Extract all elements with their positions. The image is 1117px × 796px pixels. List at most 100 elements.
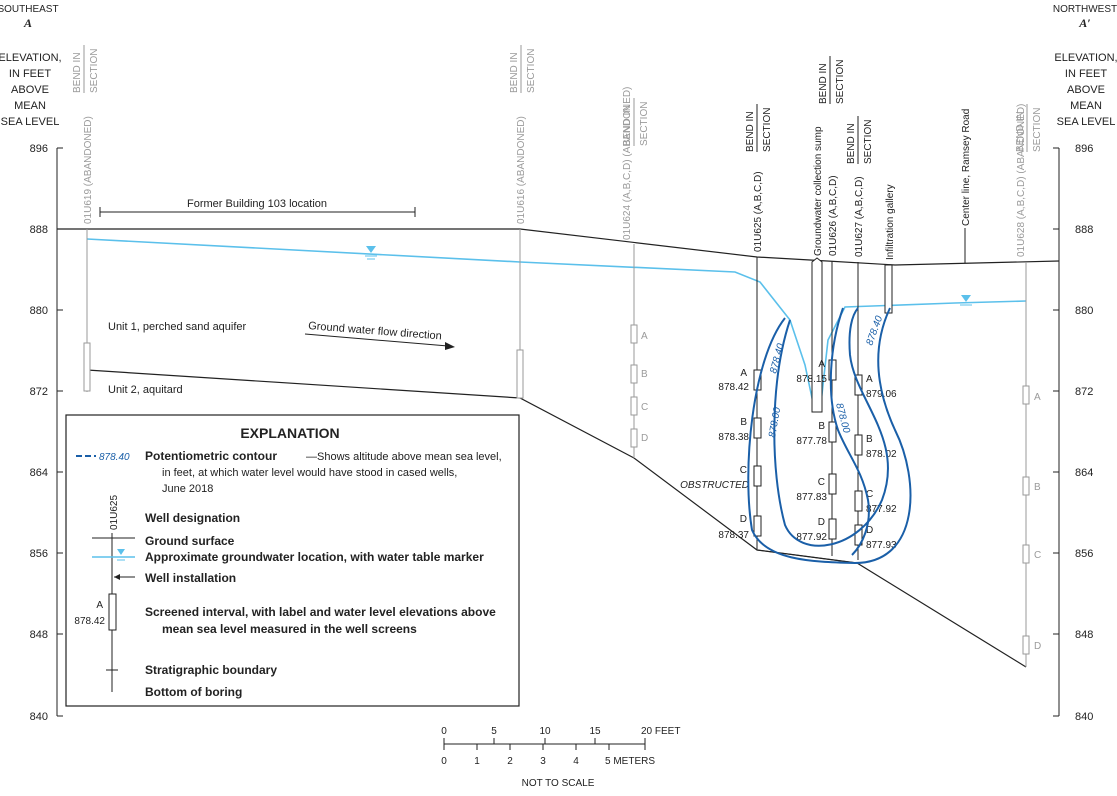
contour-label-1: 878.40 (768, 342, 787, 375)
svg-text:880: 880 (1075, 305, 1093, 317)
bend-marker-6: BEND IN SECTION (846, 116, 874, 164)
bend-marker-5: BEND IN SECTION (818, 56, 846, 104)
svg-text:ELEVATION,: ELEVATION, (1054, 52, 1117, 64)
svg-text:888: 888 (1075, 224, 1093, 236)
svg-text:MEAN: MEAN (14, 100, 46, 112)
svg-text:IN FEET: IN FEET (1065, 68, 1107, 80)
svg-text:D: D (1034, 641, 1041, 652)
bend-marker-7: BEND IN SECTION (1015, 104, 1043, 152)
svg-text:SEA LEVEL: SEA LEVEL (1057, 116, 1116, 128)
svg-text:Groundwater collection sump: Groundwater collection sump (813, 126, 824, 256)
svg-text:01U616 (ABANDONED): 01U616 (ABANDONED) (516, 116, 527, 224)
svg-text:848: 848 (1075, 629, 1093, 641)
potentiometric-contours (747, 307, 912, 565)
bend-marker-2: BEND IN SECTION (509, 45, 537, 93)
well-01U616: 01U616 (ABANDONED) (516, 116, 527, 399)
svg-text:872: 872 (30, 386, 48, 398)
left-elevation-label: ELEVATION, IN FEET ABOVE MEAN SEA LEVEL (0, 52, 62, 128)
svg-text:896: 896 (1075, 143, 1093, 155)
water-table-marker-right (960, 295, 972, 306)
svg-text:864: 864 (1075, 467, 1093, 479)
svg-text:896: 896 (30, 143, 48, 155)
svg-text:A: A (1034, 392, 1041, 403)
svg-text:A: A (740, 368, 747, 379)
svg-text:878.15: 878.15 (796, 374, 827, 385)
svg-text:D: D (866, 525, 873, 536)
svg-text:878.42: 878.42 (74, 616, 105, 627)
well-01U619: 01U619 (ABANDONED) (83, 116, 94, 392)
svg-text:848: 848 (30, 629, 48, 641)
svg-text:01U625: 01U625 (109, 495, 120, 530)
svg-text:MEAN: MEAN (1070, 100, 1102, 112)
svg-text:856: 856 (1075, 548, 1093, 560)
svg-text:878.02: 878.02 (866, 449, 897, 460)
well-01U624: A B C D 01U624 (A,B,C,D) (ABANDONED) (622, 87, 648, 458)
former-building-extent (99, 207, 416, 217)
well-01U626: 01U626 (A,B,C,D) A 878.15 B 877.78 C 877… (796, 175, 839, 556)
svg-text:0: 0 (441, 756, 447, 767)
svg-text:4: 4 (573, 756, 579, 767)
svg-text:878.38: 878.38 (718, 432, 749, 443)
svg-text:June 2018: June 2018 (162, 483, 213, 495)
svg-text:in feet, at which water level: in feet, at which water level would have… (162, 467, 457, 479)
bend-marker-1: BEND IN SECTION (72, 45, 100, 93)
svg-text:Ground surface: Ground surface (145, 534, 235, 548)
svg-text:877.93: 877.93 (866, 540, 897, 551)
svg-text:SECTION: SECTION (762, 108, 773, 152)
svg-text:Approximate groundwater locati: Approximate groundwater location, with w… (145, 550, 484, 564)
svg-text:877.92: 877.92 (796, 532, 827, 543)
right-direction-label: NORTHWEST (1053, 4, 1117, 15)
right-elevation-label: ELEVATION, IN FEET ABOVE MEAN SEA LEVEL (1054, 52, 1117, 128)
left-direction-label: SOUTHEAST (0, 4, 59, 15)
svg-text:BEND IN: BEND IN (1015, 111, 1026, 152)
svg-text:0: 0 (441, 726, 447, 737)
unit-boundary-line (86, 369, 1027, 668)
infiltration-gallery: Infiltration gallery (884, 184, 896, 314)
svg-text:01U627 (A,B,C,D): 01U627 (A,B,C,D) (854, 176, 865, 257)
svg-text:878.40: 878.40 (99, 452, 130, 463)
svg-text:Well designation: Well designation (145, 511, 240, 525)
svg-text:878.37: 878.37 (718, 530, 749, 541)
svg-text:ABOVE: ABOVE (11, 84, 49, 96)
boring-bottom-line (756, 549, 858, 564)
bend-marker-3: BEND IN SECTION (622, 98, 650, 146)
svg-text:mean sea level measured in the: mean sea level measured in the well scre… (162, 622, 417, 636)
svg-text:C: C (1034, 550, 1041, 561)
svg-text:2: 2 (507, 756, 513, 767)
svg-text:ELEVATION,: ELEVATION, (0, 52, 62, 64)
svg-text:01U625 (A,B,C,D): 01U625 (A,B,C,D) (753, 171, 764, 252)
svg-text:872: 872 (1075, 386, 1093, 398)
elevation-ticks (57, 147, 1059, 717)
right-section-letter: A′ (1078, 16, 1090, 30)
flow-direction-arrow (304, 333, 455, 350)
svg-text:BEND IN: BEND IN (509, 52, 520, 93)
svg-text:A: A (641, 331, 648, 342)
svg-text:SECTION: SECTION (526, 49, 537, 93)
svg-text:C: C (866, 489, 873, 500)
svg-text:Infiltration gallery: Infiltration gallery (885, 184, 896, 260)
unit1-label: Unit 1, perched sand aquifer (108, 321, 247, 333)
svg-text:C: C (740, 465, 747, 476)
svg-text:Center line, Ramsey Road: Center line, Ramsey Road (961, 109, 972, 226)
svg-text:Well installation: Well installation (145, 571, 236, 585)
svg-text:BEND IN: BEND IN (72, 52, 83, 93)
svg-text:877.92: 877.92 (866, 504, 897, 515)
svg-text:A: A (96, 600, 103, 611)
groundwater-collection-sump: Groundwater collection sump (811, 126, 824, 413)
svg-text:SECTION: SECTION (863, 120, 874, 164)
svg-text:A: A (818, 359, 825, 370)
flow-direction-label: Ground water flow direction (308, 320, 442, 342)
scale-bar: 0 5 10 15 20 FEET 0 1 2 3 4 5 METERS NOT… (441, 726, 680, 789)
svg-text:5: 5 (491, 726, 497, 737)
ramsey-road-centerline: Center line, Ramsey Road (961, 109, 972, 263)
left-section-letter: A (23, 16, 32, 30)
svg-text:—Shows altitude above mean sea: —Shows altitude above mean sea level, (306, 451, 502, 463)
svg-text:B: B (866, 434, 873, 445)
legend-title: EXPLANATION (240, 425, 339, 441)
svg-text:888: 888 (30, 224, 48, 236)
svg-text:5 METERS: 5 METERS (605, 756, 655, 767)
unit2-label: Unit 2, aquitard (108, 384, 183, 396)
svg-text:1: 1 (474, 756, 480, 767)
